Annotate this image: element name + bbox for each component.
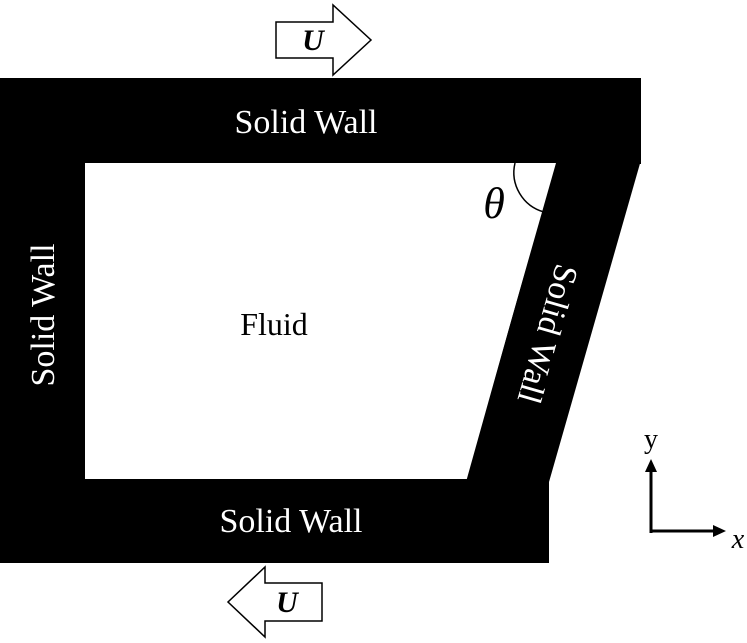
bottom-arrow-shape	[226, 565, 323, 639]
right-wall	[466, 160, 641, 482]
y-axis-arrowhead	[645, 459, 657, 472]
left-wall-label: Solid Wall	[25, 243, 62, 386]
top-wall-label: Solid Wall	[234, 104, 377, 141]
top-arrow-shape	[275, 3, 373, 77]
bottom-velocity-label: U	[276, 586, 299, 619]
bottom-velocity-arrow: U	[226, 565, 323, 639]
x-axis-label: x	[731, 524, 745, 555]
fluid-region	[85, 163, 556, 479]
coordinate-axes: y x	[644, 424, 745, 555]
theta-label: θ	[483, 179, 505, 228]
top-wall	[0, 78, 641, 163]
right-corner	[600, 78, 641, 164]
fluid-label: Fluid	[240, 306, 308, 342]
x-axis-arrowhead	[713, 525, 726, 537]
angle-arc	[513, 162, 545, 213]
y-axis-label: y	[644, 424, 658, 455]
bottom-wall-label: Solid Wall	[219, 503, 362, 540]
bottom-wall	[0, 479, 549, 563]
top-velocity-arrow: U	[275, 3, 373, 77]
wall-frame	[0, 78, 641, 563]
top-velocity-label: U	[302, 24, 325, 57]
